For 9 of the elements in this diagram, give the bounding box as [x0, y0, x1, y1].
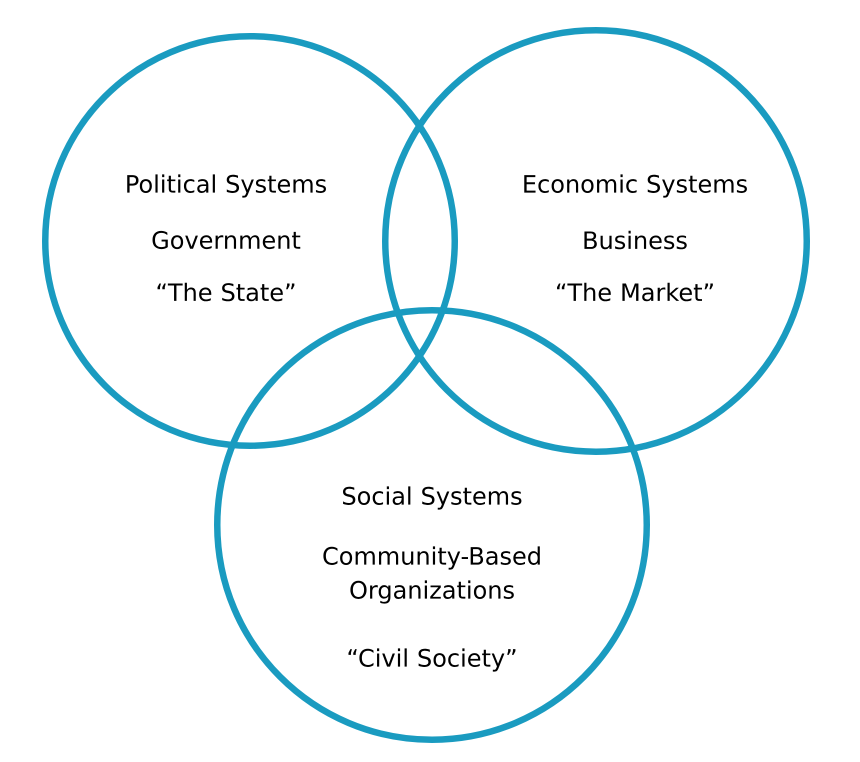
circle-label: Government — [152, 230, 300, 250]
circle-label: Political Systems — [127, 174, 326, 198]
circle-label: Community-Based Organizations — [323, 546, 540, 604]
circle-label: Economic Systems — [524, 174, 747, 198]
circle-label: “The Market” — [557, 282, 713, 302]
circle-label: “Civil Society” — [348, 648, 516, 672]
circle-label: Social Systems — [343, 486, 522, 510]
circle-label: Business — [584, 230, 687, 250]
circle-label: “The State” — [158, 282, 294, 302]
